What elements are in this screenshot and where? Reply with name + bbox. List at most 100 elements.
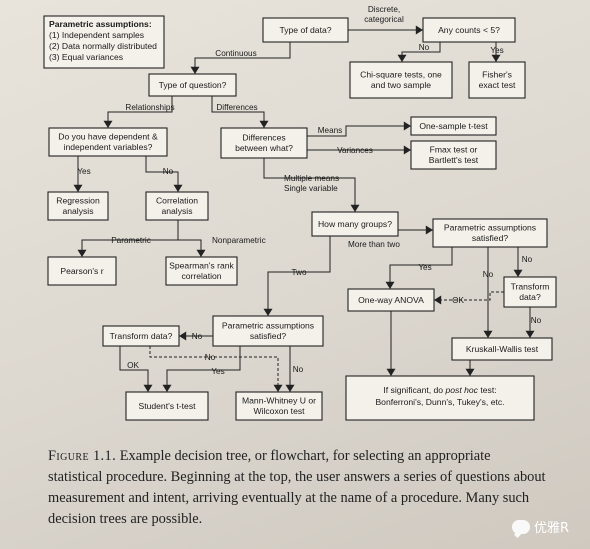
edge-label: Variances (337, 146, 373, 155)
caption-text: Example decision tree, or flowchart, for… (48, 448, 546, 527)
node-label: Pearson's r (60, 266, 103, 276)
node-label: Parametric assumptions (222, 321, 314, 331)
node-label: satisfied? (472, 233, 509, 243)
type-of-question-node: Type of question? (148, 73, 237, 97)
node-label: Correlation (156, 196, 198, 206)
node-label: correlation (181, 271, 221, 281)
connector (107, 96, 173, 128)
connector (145, 156, 179, 192)
node-label: between what? (235, 143, 293, 153)
edge-label: Differences (216, 103, 257, 112)
any-counts-node: Any counts < 5? (422, 17, 516, 43)
edge-label: Parametric (111, 236, 151, 245)
edge-label: Two (291, 268, 306, 277)
connector (267, 236, 331, 316)
edge-label: No (531, 316, 542, 325)
edge-label: Continuous (215, 49, 256, 58)
watermark-text: 优雅R (534, 521, 570, 536)
node-label: Chi-square tests, one (360, 70, 442, 80)
edge-label: No (293, 365, 304, 374)
arrowhead-icon (173, 184, 183, 192)
arrowhead-icon (403, 145, 411, 155)
node-label: analysis (62, 206, 93, 216)
edge-label: More than two (348, 240, 400, 249)
arrowhead-icon (162, 384, 172, 392)
connector (194, 42, 291, 74)
node-label: How many groups? (318, 219, 392, 229)
node-label: analysis (161, 206, 192, 216)
node-label: Mann-Whitney U or (242, 396, 316, 406)
edge-label: Yes (418, 263, 431, 272)
arrowhead-icon (73, 184, 83, 192)
edge-label: No (192, 332, 203, 341)
edge-label: categorical (364, 15, 404, 24)
arrowhead-icon (483, 330, 493, 338)
arrowhead-icon (77, 249, 87, 257)
arrowhead-icon (385, 281, 395, 289)
node-label: independent variables? (64, 142, 153, 152)
arrowhead-icon (425, 225, 433, 235)
assumptions-title: Parametric assumptions: (49, 19, 152, 29)
node-label: and two sample (371, 80, 431, 90)
edge-label: Single variable (284, 184, 338, 193)
one-way-anova-node: One-way ANOVA (347, 288, 435, 312)
pearson-node: Pearson's r (47, 256, 117, 286)
connector (389, 247, 453, 289)
arrowhead-icon (525, 330, 535, 338)
edge-label: OK (452, 296, 464, 305)
connector (81, 220, 179, 257)
node-label: Any counts < 5? (438, 25, 500, 35)
one-sample-t-node: One-sample t-test (410, 116, 497, 136)
edge-label: No (163, 167, 174, 176)
node-label: Bartlett's test (429, 155, 479, 165)
students-t-node: Student's t-test (125, 391, 209, 421)
node-label: Fisher's (482, 70, 512, 80)
node-label: Kruskall-Wallis test (466, 344, 539, 354)
assumptions-box: Parametric assumptions: (1) Independent … (43, 15, 165, 69)
connector (119, 346, 149, 392)
post-hoc-node: If significant, do post hoc test: Bonferr… (345, 375, 535, 421)
arrowhead-icon (273, 384, 283, 392)
arrowhead-icon (465, 368, 475, 376)
node-label: Bonferroni's, Dunn's, Tukey's, etc. (375, 397, 504, 407)
node-label: Parametric assumptions (444, 223, 536, 233)
connector (178, 239, 202, 257)
edge-label: Yes (77, 167, 90, 176)
type-of-data-node: Type of data? (262, 17, 349, 43)
edge-label: OK (127, 361, 139, 370)
node-label: Spearman's rank (169, 261, 234, 271)
chat-bubble-icon (512, 519, 530, 534)
edge-label: Discrete, (368, 5, 400, 14)
node-label: If significant, do post hoc test: (383, 385, 496, 395)
arrowhead-icon (103, 120, 113, 128)
node-label: Regression (56, 196, 100, 206)
arrowhead-icon (263, 308, 273, 316)
kruskal-node: Kruskall-Wallis test (451, 337, 553, 361)
arrowhead-icon (143, 384, 153, 392)
arrowhead-icon (386, 368, 396, 376)
node-label: exact test (479, 80, 516, 90)
transform-left-node: Transform data? (102, 325, 180, 347)
node-label: Transform data? (110, 331, 173, 341)
assumption-item: (3) Equal variances (49, 52, 123, 62)
dep-indep-node: Do you have dependent &independent varia… (48, 127, 168, 157)
arrowhead-icon (415, 25, 423, 35)
node-label: Student's t-test (138, 401, 196, 411)
edge-label: No (483, 270, 494, 279)
node-label: Do you have dependent & (58, 132, 158, 142)
node-label: satisfied? (250, 331, 287, 341)
connector (166, 346, 241, 392)
edge-label: Yes (490, 46, 503, 55)
arrowhead-icon (259, 120, 269, 128)
watermark: 优雅R (512, 517, 569, 536)
edge-label: Relationships (125, 103, 174, 112)
how-many-groups-node: How many groups? (311, 211, 399, 237)
